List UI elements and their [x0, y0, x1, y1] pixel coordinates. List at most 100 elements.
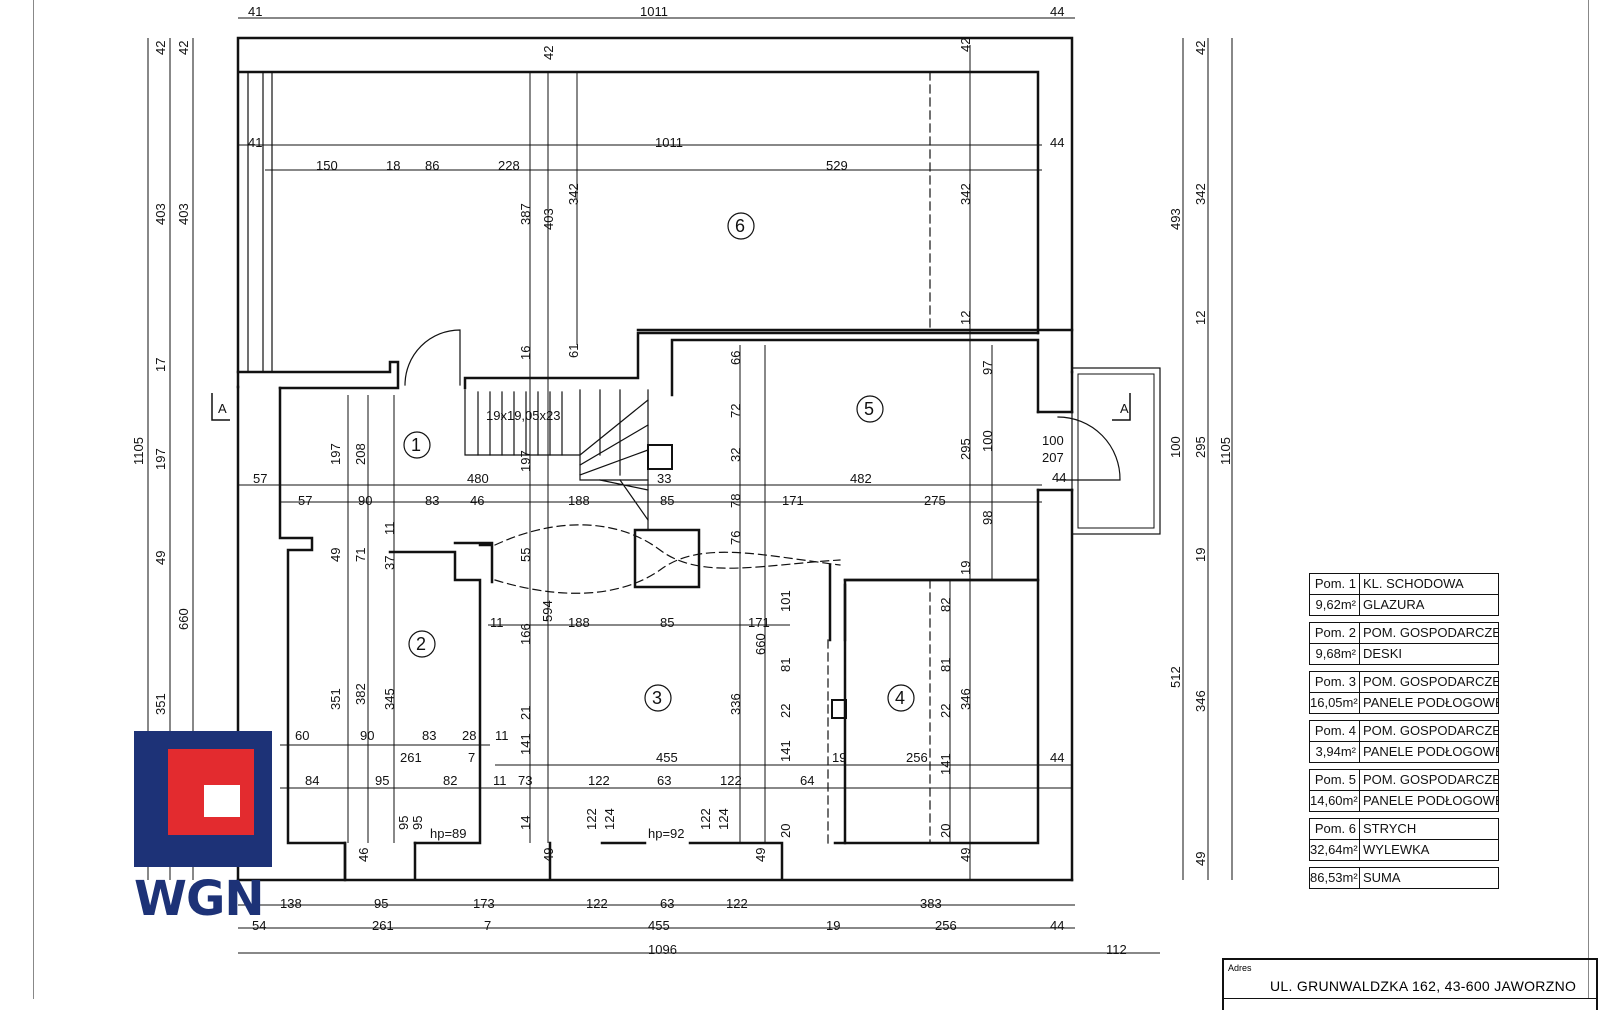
logo-text: WGN [134, 871, 265, 927]
dims-inner-label: 455 [656, 750, 678, 765]
dims-inner-label: 16 [518, 346, 533, 360]
dims-bottom-label: 122 [726, 896, 748, 911]
legend-name: KL. SCHODOWA [1363, 576, 1464, 591]
dims-inner-label: 351 [328, 688, 343, 710]
title-block: Adres UL. GRUNWALDZKA 162, 43-600 JAWORZ… [1222, 958, 1598, 1010]
dims-left-label: 17 [153, 358, 168, 372]
dims-bottom-label: 261 [372, 918, 394, 933]
dims-bottom-label: 1096 [648, 942, 677, 957]
dims-inner-label: 95 [410, 816, 425, 830]
dims-inner-label: 66 [728, 351, 743, 365]
dims-inner-label: 57 [298, 493, 312, 508]
dims-inner-label: 21 [518, 706, 533, 720]
dims-bottom-label: 95 [374, 896, 388, 911]
legend-sum: 86,53m² SUMA [1309, 867, 1499, 889]
dims-inner-label: 84 [305, 773, 319, 788]
section-mark-right: A [1120, 401, 1129, 416]
legend-name: POM. GOSPODARCZE [1363, 772, 1498, 787]
dims-top-label: 1011 [640, 4, 668, 19]
dims-inner-label: 11 [490, 615, 504, 630]
dims-inner-label: 33 [657, 471, 671, 486]
dims-top-label: 529 [826, 158, 848, 173]
dims-top-label: 41 [248, 4, 262, 19]
dims-bottom-label: 383 [920, 896, 942, 911]
balcony [1071, 367, 1161, 535]
dims-right-label: 493 [1168, 208, 1183, 230]
dims-bottom-label: 54 [252, 918, 266, 933]
dims-inner-label: 37 [382, 556, 397, 570]
dims-inner-label: 12 [958, 311, 973, 325]
legend-pom: Pom. 6 [1310, 819, 1360, 839]
right-wall [828, 370, 1074, 882]
dims-inner-label: 97 [980, 361, 995, 375]
legend-name: STRYCH [1363, 821, 1417, 836]
dims-left-label: 42 [176, 41, 191, 55]
dims-top-label: 44 [1050, 135, 1064, 150]
dims-inner-label: 57 [253, 471, 267, 486]
room4-wall [843, 410, 1074, 845]
dims-inner-label: 166 [518, 623, 533, 645]
sum-area: 86,53m² [1310, 868, 1360, 888]
legend-pom: Pom. 1 [1310, 574, 1360, 594]
dims-inner-label: 261 [400, 750, 422, 765]
legend-name: POM. GOSPODARCZE [1363, 674, 1498, 689]
dims-inner-label: 100 [980, 430, 995, 452]
dims-top-label: 44 [1050, 4, 1064, 19]
dims-inner-label: 11 [382, 522, 397, 536]
section-markers [211, 393, 1131, 421]
dims-inner-label: 124 [602, 808, 617, 830]
dims-bottom-label: 138 [280, 896, 302, 911]
mid-wall [236, 328, 1074, 414]
dims-inner-label: 122 [720, 773, 742, 788]
dims-top-label: 1011 [655, 135, 683, 150]
room2-wall [388, 541, 494, 845]
dims-inner-label: 403 [541, 208, 556, 230]
legend-pom: Pom. 4 [1310, 721, 1360, 741]
dims-inner-label: 60 [295, 728, 309, 743]
legend-finish: GLAZURA [1363, 597, 1425, 612]
dims-inner-label: 7 [468, 750, 475, 765]
legend-area: 9,68m² [1310, 644, 1360, 664]
dims-inner-label: 660 [753, 633, 768, 655]
dims-inner-label: 71 [353, 548, 368, 562]
dims-inner-label: 207 [1042, 450, 1064, 465]
section-mark-left: A [218, 401, 227, 416]
dims-inner-label: 72 [728, 404, 743, 418]
room-1-label: 1 [411, 435, 421, 455]
stair-label: 19x19,05x23 [486, 408, 560, 423]
dims-inner-label: 197 [328, 443, 343, 465]
legend-area: 16,05m² [1310, 693, 1360, 713]
dims-inner-label: 46 [356, 848, 371, 862]
dims-top-label: 228 [498, 158, 520, 173]
dims-top-label: 41 [248, 135, 262, 150]
dims-inner-label: 82 [938, 598, 953, 612]
dimension-lines [147, 17, 1233, 954]
dims-inner-label: 22 [778, 704, 793, 718]
dims-bottom-label: 63 [660, 896, 674, 911]
dims-inner-label: 19 [832, 750, 846, 765]
dims-right-label: 295 [1193, 436, 1208, 458]
dims-inner-label: 81 [938, 658, 953, 672]
dims-inner-label: 90 [360, 728, 374, 743]
dims-bottom-label: 256 [935, 918, 957, 933]
dims-top-label: 150 [316, 158, 338, 173]
dims-right-label: 346 [1193, 690, 1208, 712]
dims-inner-label: 78 [728, 494, 743, 508]
address-label: Adres [1228, 963, 1252, 973]
dims-inner-label: 141 [518, 733, 533, 755]
room-4-label: 4 [895, 688, 905, 708]
dims-inner-label: 171 [748, 615, 770, 630]
dims-left-label: 403 [153, 203, 168, 225]
dims-left-label: 351 [153, 693, 168, 715]
dims-inner-label: 295 [958, 438, 973, 460]
dims-inner-label: 480 [467, 471, 489, 486]
dims-inner-label: 49 [753, 848, 768, 862]
dims-inner-label: 42 [958, 38, 973, 52]
dims-inner-label: 49 [541, 848, 556, 862]
dims-inner-label: 90 [358, 493, 372, 508]
legend-finish: PANELE PODŁOGOWE [1363, 793, 1498, 808]
